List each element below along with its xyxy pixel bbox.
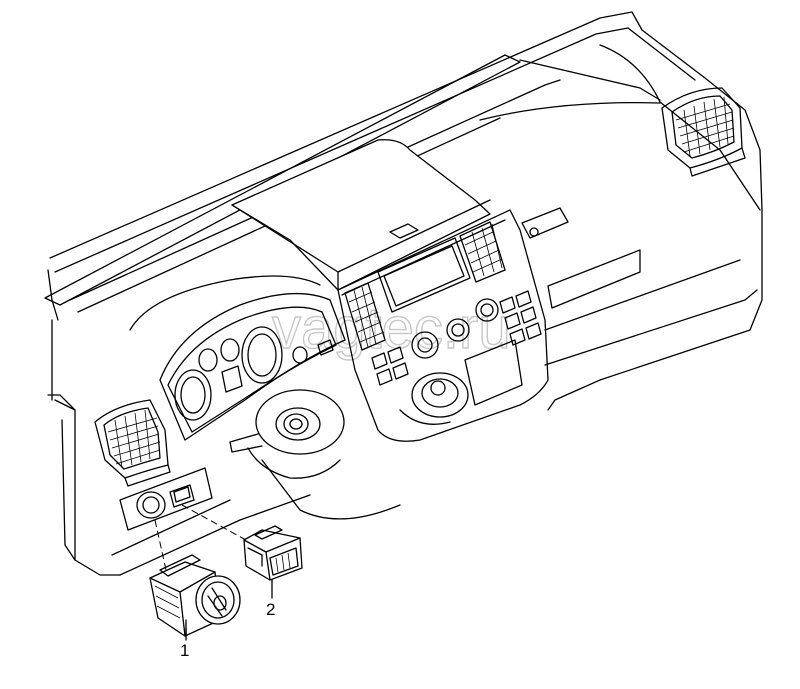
instrument-cluster (129, 275, 346, 441)
right-air-vent (661, 87, 746, 177)
callout-2: 2 (266, 579, 275, 619)
center-console (231, 139, 549, 442)
part-2-range-control-switch (243, 525, 303, 581)
left-air-vent (94, 399, 171, 487)
switch-panel (119, 467, 213, 531)
part-1-light-switch (149, 554, 241, 637)
callout-1: 1 (180, 619, 189, 660)
assembly-guide-lines (154, 504, 247, 571)
dashboard-outline (44, 11, 763, 576)
callout-1-label: 1 (180, 641, 189, 660)
steering-column (229, 389, 401, 520)
callout-2-label: 2 (266, 600, 275, 619)
